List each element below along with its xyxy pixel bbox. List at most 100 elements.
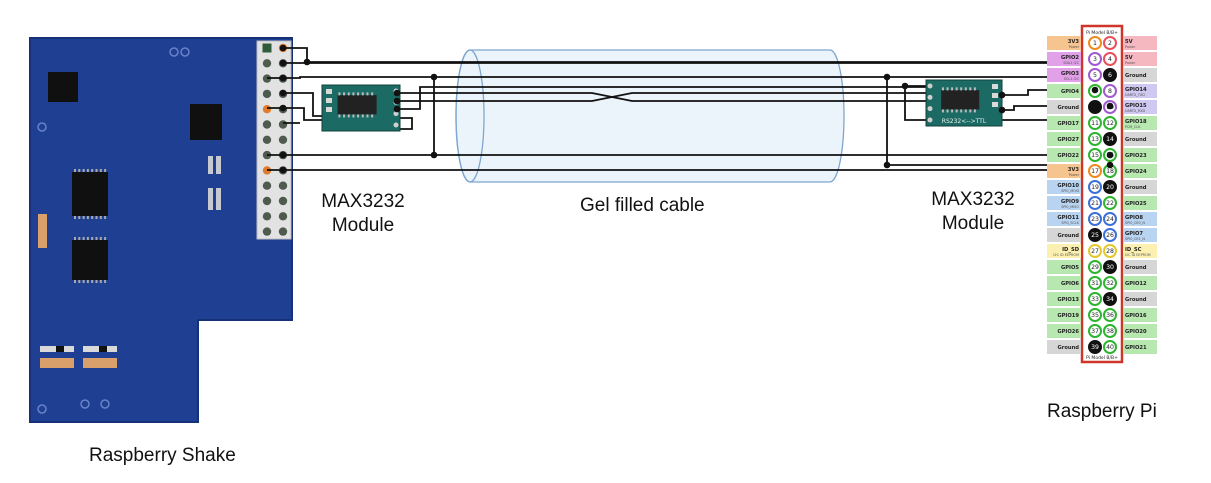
mounting-hole [80, 399, 90, 409]
shake-chip [72, 240, 108, 280]
module-chip-pin [352, 114, 355, 118]
label-max3232-right: MAX3232 Module [918, 188, 1028, 236]
raspberry-shake-board [29, 37, 293, 423]
pin-circle [1088, 324, 1102, 338]
wire [400, 86, 926, 110]
shake-component [99, 346, 107, 352]
pin-label-right: Ground [1125, 73, 1147, 79]
pin-circle [1088, 244, 1102, 258]
pin-label-left-bg [1047, 276, 1081, 290]
pin-label-left: 3V3 [1068, 39, 1080, 45]
chip-pin [99, 216, 102, 219]
module-pin [927, 117, 933, 123]
pin-circle [1088, 52, 1102, 66]
pin-label-left-bg [1047, 52, 1081, 66]
pin-number: 19 [1091, 184, 1099, 191]
pin-label-left: GPIO11 [1057, 215, 1079, 221]
pin-circle [1103, 180, 1117, 194]
pin-label-right: GPIO14 [1125, 87, 1147, 93]
pin-sublabel-right: PCM_CLK [1125, 125, 1141, 129]
raspberry-pi-pinout: Pi Model B/B+ Pi Model B/B+ 3V3Power5VPo… [1047, 24, 1157, 364]
junction-dot [430, 151, 438, 159]
pinout-header: Pi Model B/B+ [1086, 30, 1118, 36]
pin-label-left: 3V3 [1068, 167, 1080, 173]
junction-dot [279, 74, 287, 82]
pin-label-left: GPIO4 [1061, 89, 1079, 95]
pin-label-right: GPIO24 [1125, 169, 1147, 175]
pin-number: 40 [1106, 344, 1114, 351]
pin-label-left-bg [1047, 308, 1081, 322]
chip-pin [74, 280, 76, 283]
pin-circle [1088, 116, 1102, 130]
module-pin [927, 106, 933, 112]
module-capacitor [992, 93, 998, 98]
header-pin [262, 227, 272, 236]
module-chip-pin [347, 114, 350, 118]
pin-label-left-bg [1047, 324, 1081, 338]
pin-label-right-bg [1123, 340, 1157, 354]
pin-number: 23 [1091, 216, 1099, 223]
module-chip-pin [361, 92, 364, 96]
junction-dots [279, 44, 1114, 174]
junction-dot [279, 59, 287, 67]
shake-component [38, 214, 47, 248]
chip-pin [99, 280, 102, 283]
module-chip-pin [941, 109, 944, 113]
module-chip-pin [366, 114, 369, 118]
pin-label-left-bg [1047, 228, 1081, 242]
header-pin [262, 212, 272, 221]
pin-number: 6 [1108, 72, 1112, 79]
chip-pin [74, 216, 76, 219]
header-pin [278, 120, 288, 129]
pin-label-right-bg [1123, 196, 1157, 210]
max3232-module-right: RS232<-->TTL [925, 79, 1003, 127]
pin-label-left: GPIO22 [1057, 153, 1079, 159]
module-chip-pin [955, 109, 958, 113]
wire [283, 47, 1110, 63]
pin-label-left: GPIO19 [1057, 313, 1079, 319]
chip-pin [104, 237, 107, 240]
pin-circle [1088, 276, 1102, 290]
pin-sublabel-right: Power [1125, 45, 1136, 49]
pin-number: 30 [1106, 264, 1114, 271]
pin-circle [1103, 340, 1117, 354]
pin-label-right-bg [1123, 276, 1157, 290]
junction-dot [279, 89, 287, 97]
module-capacitor [326, 98, 332, 103]
pin-number: 25 [1091, 232, 1099, 239]
pin-number: 32 [1106, 280, 1114, 287]
label-max3232-left: MAX3232 Module [308, 190, 418, 238]
pin-sublabel-right: UART0_TXD [1125, 93, 1145, 97]
module-chip-pin [347, 92, 350, 96]
module-chip-pin [951, 87, 954, 91]
pin-label-right-bg [1123, 148, 1157, 162]
junction-dot [279, 44, 287, 52]
module-chip-pin [964, 87, 967, 91]
pin-label-left: GPIO6 [1061, 281, 1079, 287]
pin-number: 35 [1091, 312, 1099, 319]
pin-label-left: Ground [1058, 233, 1080, 239]
label-raspberry-pi: Raspberry Pi [1047, 401, 1157, 422]
chip-pin [78, 237, 81, 240]
junction-dot [1106, 151, 1114, 159]
shake-component [56, 346, 64, 352]
pin-number: 1 [1093, 40, 1097, 47]
mounting-hole [100, 399, 110, 409]
pin-label-left-bg [1047, 68, 1081, 82]
pin-number: 33 [1091, 296, 1099, 303]
pin-label-right: GPIO21 [1125, 345, 1147, 351]
pin-label-right: 5V [1125, 55, 1133, 61]
pin-circle [1103, 196, 1117, 210]
pin-number: 11 [1091, 120, 1099, 127]
pin-number: 36 [1106, 312, 1114, 319]
chip-pin [95, 216, 98, 219]
module-chip-pin [343, 92, 346, 96]
wire [400, 92, 926, 102]
pin-label-right-bg [1123, 180, 1157, 194]
pin-label-right: GPIO18 [1125, 119, 1147, 125]
pin-sublabel-left: Power [1069, 173, 1080, 177]
pin-label-right-bg [1123, 244, 1157, 258]
chip-pin [86, 280, 89, 283]
pin-label-right-bg [1123, 116, 1157, 130]
module-chip-pin [338, 114, 341, 118]
